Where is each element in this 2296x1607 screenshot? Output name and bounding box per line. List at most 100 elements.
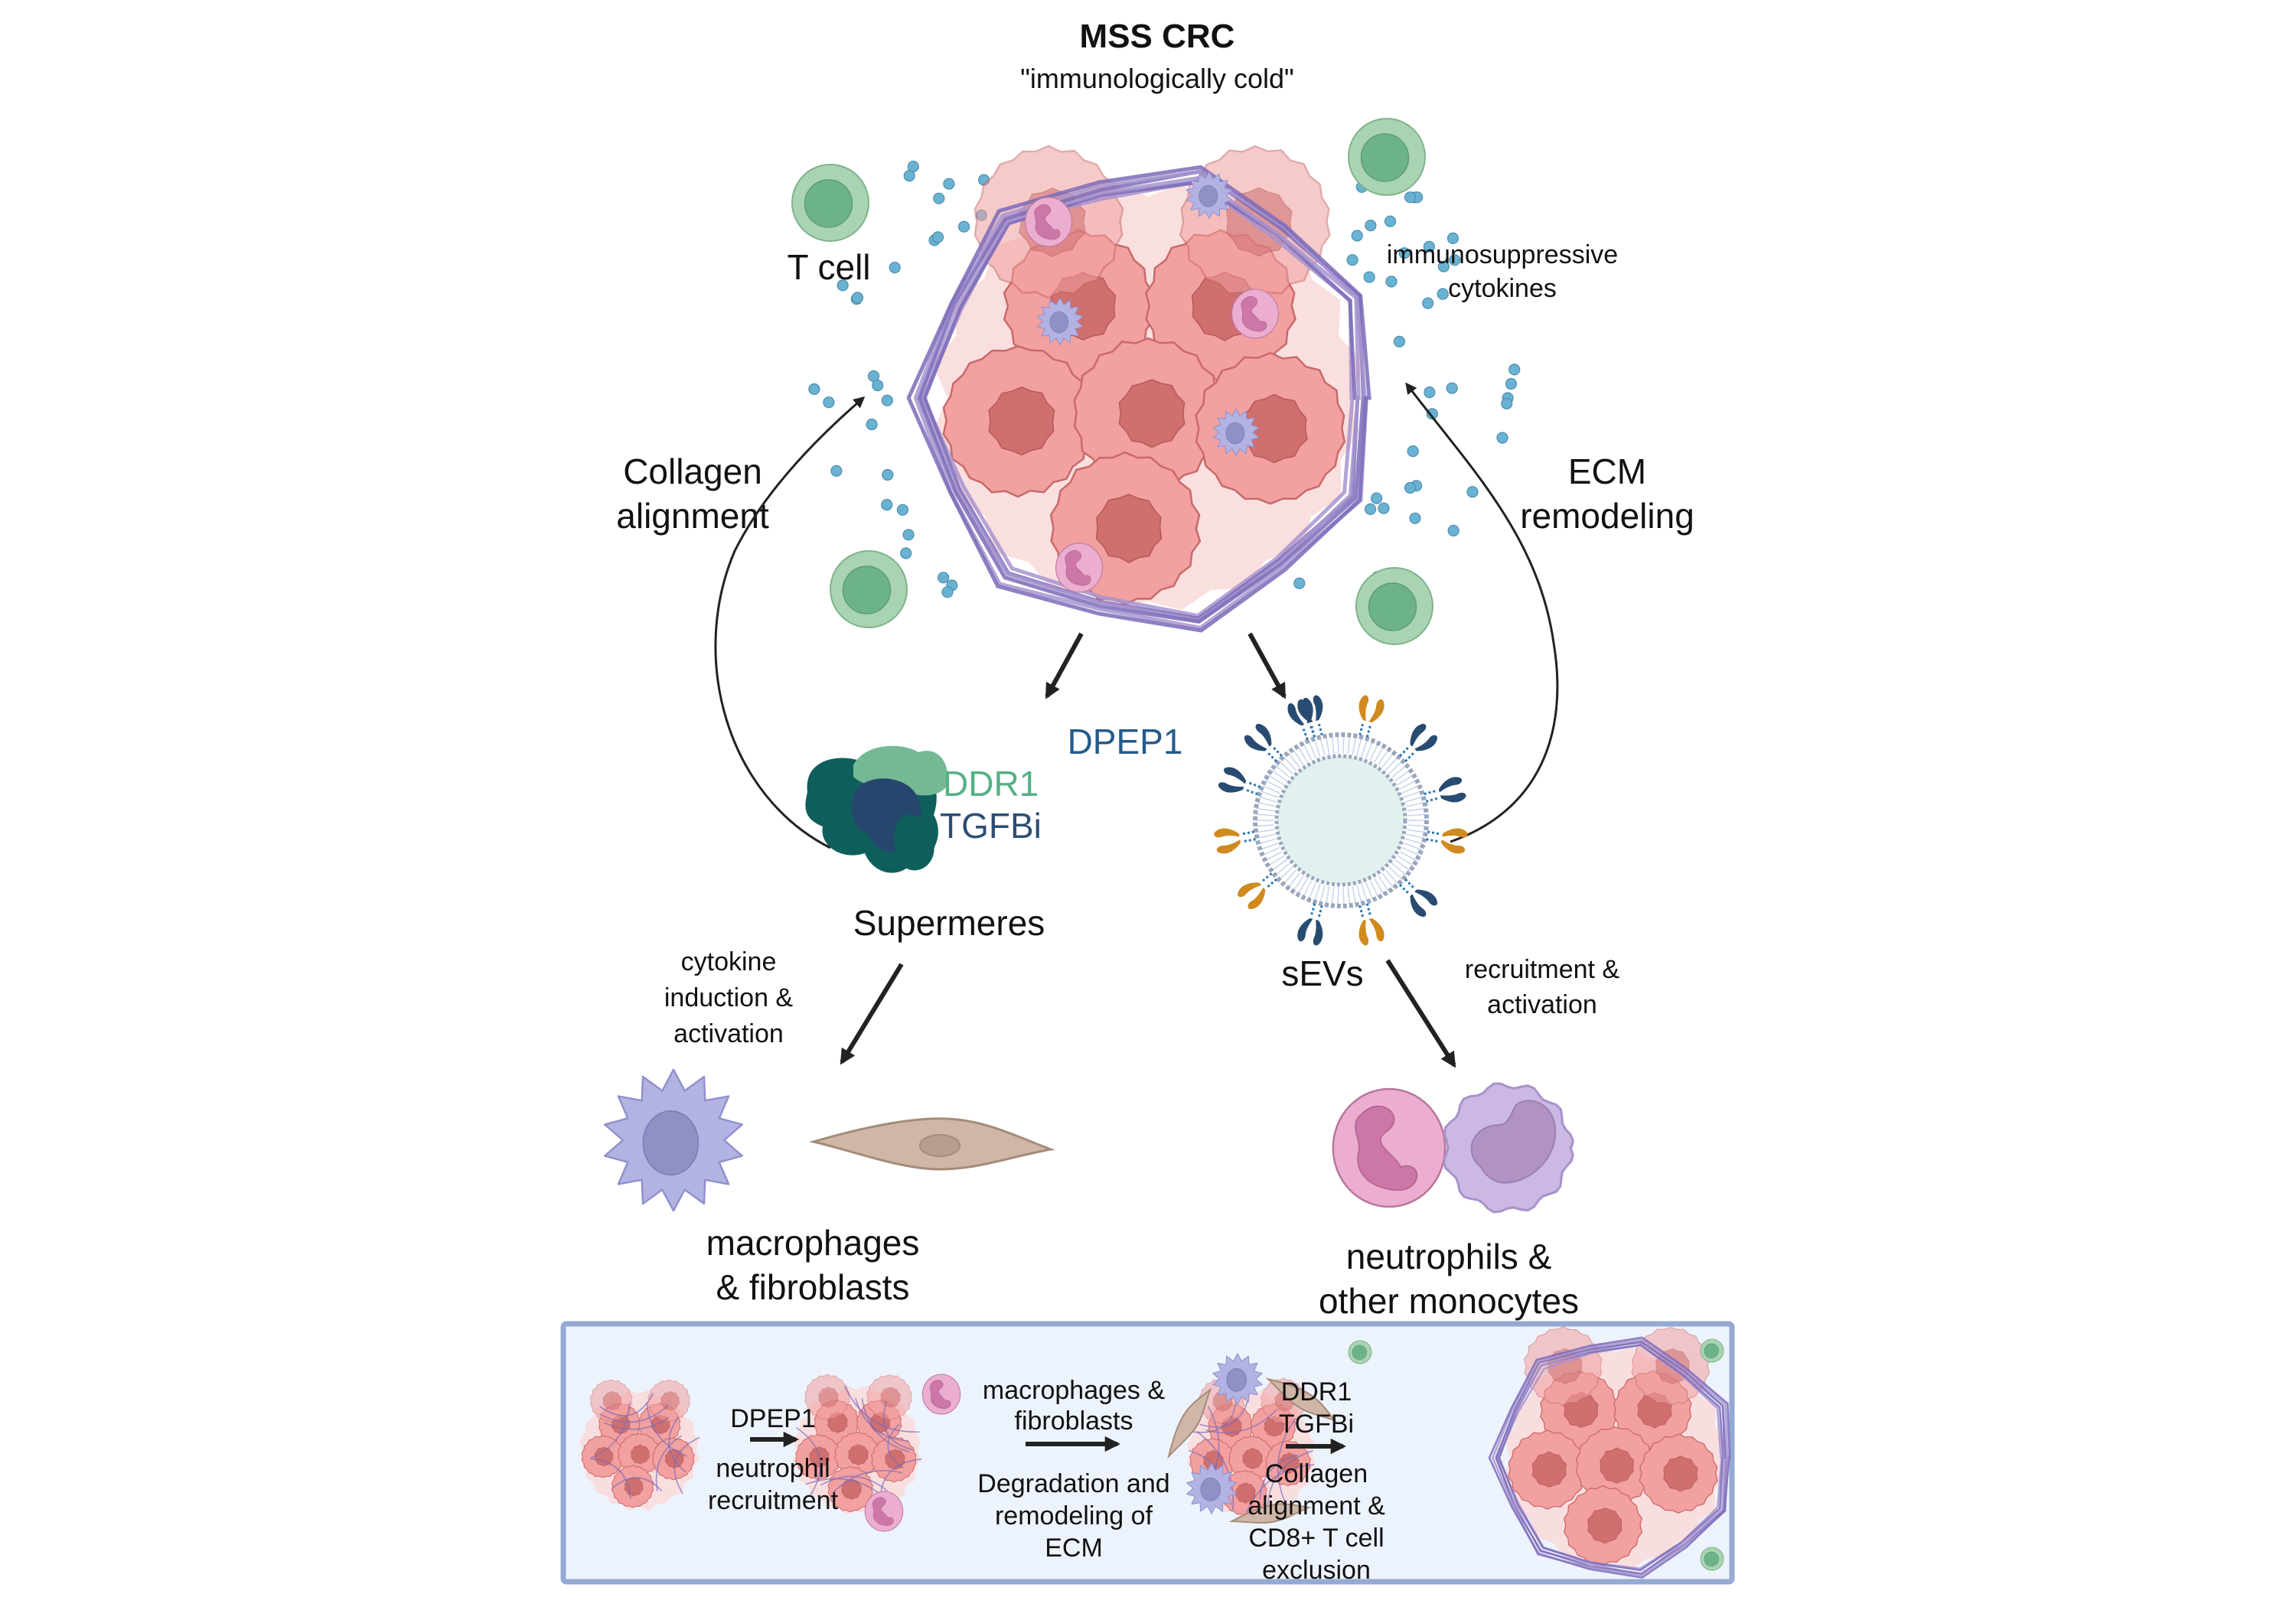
lipid-tail (1369, 743, 1379, 761)
tumor-nucleus (631, 1444, 650, 1465)
lipid-tail (1303, 743, 1313, 761)
lipid-tail (1262, 784, 1280, 794)
lipid-tail (1347, 886, 1351, 906)
t-cell-nucleus (1368, 582, 1417, 631)
lipid-tail (1374, 745, 1384, 763)
tumor-nucleus (1663, 1455, 1698, 1492)
macrophage-nucleus (1049, 311, 1069, 334)
lipid-tail (1267, 855, 1285, 866)
lipid-tail (1260, 843, 1279, 851)
sev-receptor-icon (1399, 723, 1438, 762)
cytokine-dot (1364, 503, 1377, 516)
collagen-fiber (1205, 1409, 1278, 1434)
neutrophil-nucleus (1034, 204, 1061, 240)
lipid-tail (1337, 887, 1339, 906)
t-cell-nucleus (1352, 1345, 1367, 1361)
collagen-fiber (646, 1402, 687, 1457)
cytokines-label-line2: cytokines (1448, 274, 1557, 303)
lipid-tail (1331, 735, 1335, 755)
lipid-tail (1365, 740, 1374, 759)
lipid-tail (1365, 882, 1374, 901)
cytokine-dot (872, 380, 884, 392)
tumor-nucleus (841, 1478, 862, 1500)
lipid-tail (1264, 779, 1283, 790)
panel-step3-bottom-line1: Collagen (1265, 1459, 1368, 1488)
sevs-label: sEVs (1281, 953, 1363, 993)
cytokine-dot (1409, 512, 1421, 524)
lipid-tail (1407, 824, 1427, 827)
t-cell-nucleus (804, 179, 853, 228)
macrophages-fibroblasts-line1: macrophages (706, 1223, 920, 1263)
figure-title: MSS CRC (1080, 18, 1235, 55)
cytokine-dot (941, 586, 954, 598)
cytokine-dot (830, 464, 843, 478)
sev-receptor-icon (1399, 878, 1438, 918)
cytokine-dot (1407, 445, 1419, 458)
neutrophil-nucleus (1065, 550, 1091, 586)
cytokine-dot (957, 220, 970, 233)
collagen-fiber (882, 1401, 915, 1451)
sev-receptor-icon (1218, 767, 1261, 796)
lipid-tail (1292, 748, 1304, 765)
sev-receptor-icon (1244, 723, 1283, 762)
tumor-nucleus (1095, 494, 1163, 563)
neutrophil-icon (1332, 1087, 1446, 1208)
collagen-fiber (861, 1398, 910, 1452)
macrophages-fibroblasts-line2: & fibroblasts (716, 1267, 909, 1307)
t-cell-nucleus (1704, 1551, 1719, 1567)
tumor-nucleus (988, 386, 1055, 456)
lipid-tail (1274, 862, 1290, 876)
lipid-tail (1313, 738, 1321, 758)
collagen-fiber (655, 1435, 682, 1491)
lipid-tail (1407, 829, 1427, 833)
collagen-fiber (599, 1393, 654, 1416)
collagen-fiber (887, 1423, 904, 1469)
lipid-tail (1283, 869, 1297, 885)
lipid-tail (1361, 883, 1368, 902)
cytokine-dot (1293, 577, 1306, 589)
t-cell-icon (791, 164, 869, 242)
cytokine-dot (1449, 254, 1461, 266)
lipid-tail (1404, 838, 1424, 845)
lipid-tail (1369, 880, 1379, 898)
arrow-to-neutrophils (1385, 959, 1456, 1068)
macrophage-nucleus (642, 1110, 700, 1176)
tumor-nucleus (1587, 1508, 1623, 1544)
panel-tumor-stage2 (792, 1374, 922, 1514)
cytokine-dot (1501, 397, 1513, 410)
cytokine-dot (937, 572, 950, 584)
cytokine-induction-line1: cytokine (681, 947, 777, 976)
cytokine-dot (1365, 220, 1377, 232)
macrophage-icon (604, 1068, 743, 1212)
sev-receptor-icon (1214, 828, 1256, 854)
collagen-fiber (922, 180, 1360, 621)
panel-macrophage-icon (1186, 1462, 1237, 1514)
neutrophils-monocytes-line1: neutrophils & (1346, 1237, 1552, 1276)
lipid-tail (1361, 738, 1368, 758)
ecm-remodeling-arrow (1405, 382, 1559, 843)
collagen-fiber (673, 1436, 700, 1495)
t-cell-nucleus (1704, 1343, 1719, 1359)
lipid-tail (1278, 760, 1293, 774)
lipid-tail (1394, 859, 1411, 872)
tgfbi-label: TGFBi (940, 806, 1042, 846)
cytokine-dot (900, 547, 912, 559)
lipid-tail (1292, 875, 1304, 892)
panel-step3-bottom-line4: exclusion (1262, 1556, 1371, 1585)
lipid-tail (1308, 882, 1316, 901)
panel-t-cell-icon (1700, 1338, 1724, 1363)
t-cell-nucleus (1360, 133, 1410, 182)
cytokine-dot (943, 178, 955, 190)
cytokine-dot (1378, 502, 1390, 514)
cytokine-dot (837, 279, 849, 292)
cytokine-dot (1393, 335, 1406, 347)
lipid-tail (1347, 735, 1351, 755)
tumor-nucleus (1118, 379, 1186, 448)
lipid-tail (1407, 813, 1427, 817)
lipid-tail (1406, 833, 1425, 839)
lipid-tail (1378, 748, 1390, 765)
panel-step2-bottom-line1: Degradation and (977, 1469, 1169, 1498)
macrophage-nucleus (1200, 1477, 1221, 1501)
lipid-tail (1325, 735, 1330, 755)
lipid-tail (1262, 846, 1280, 856)
